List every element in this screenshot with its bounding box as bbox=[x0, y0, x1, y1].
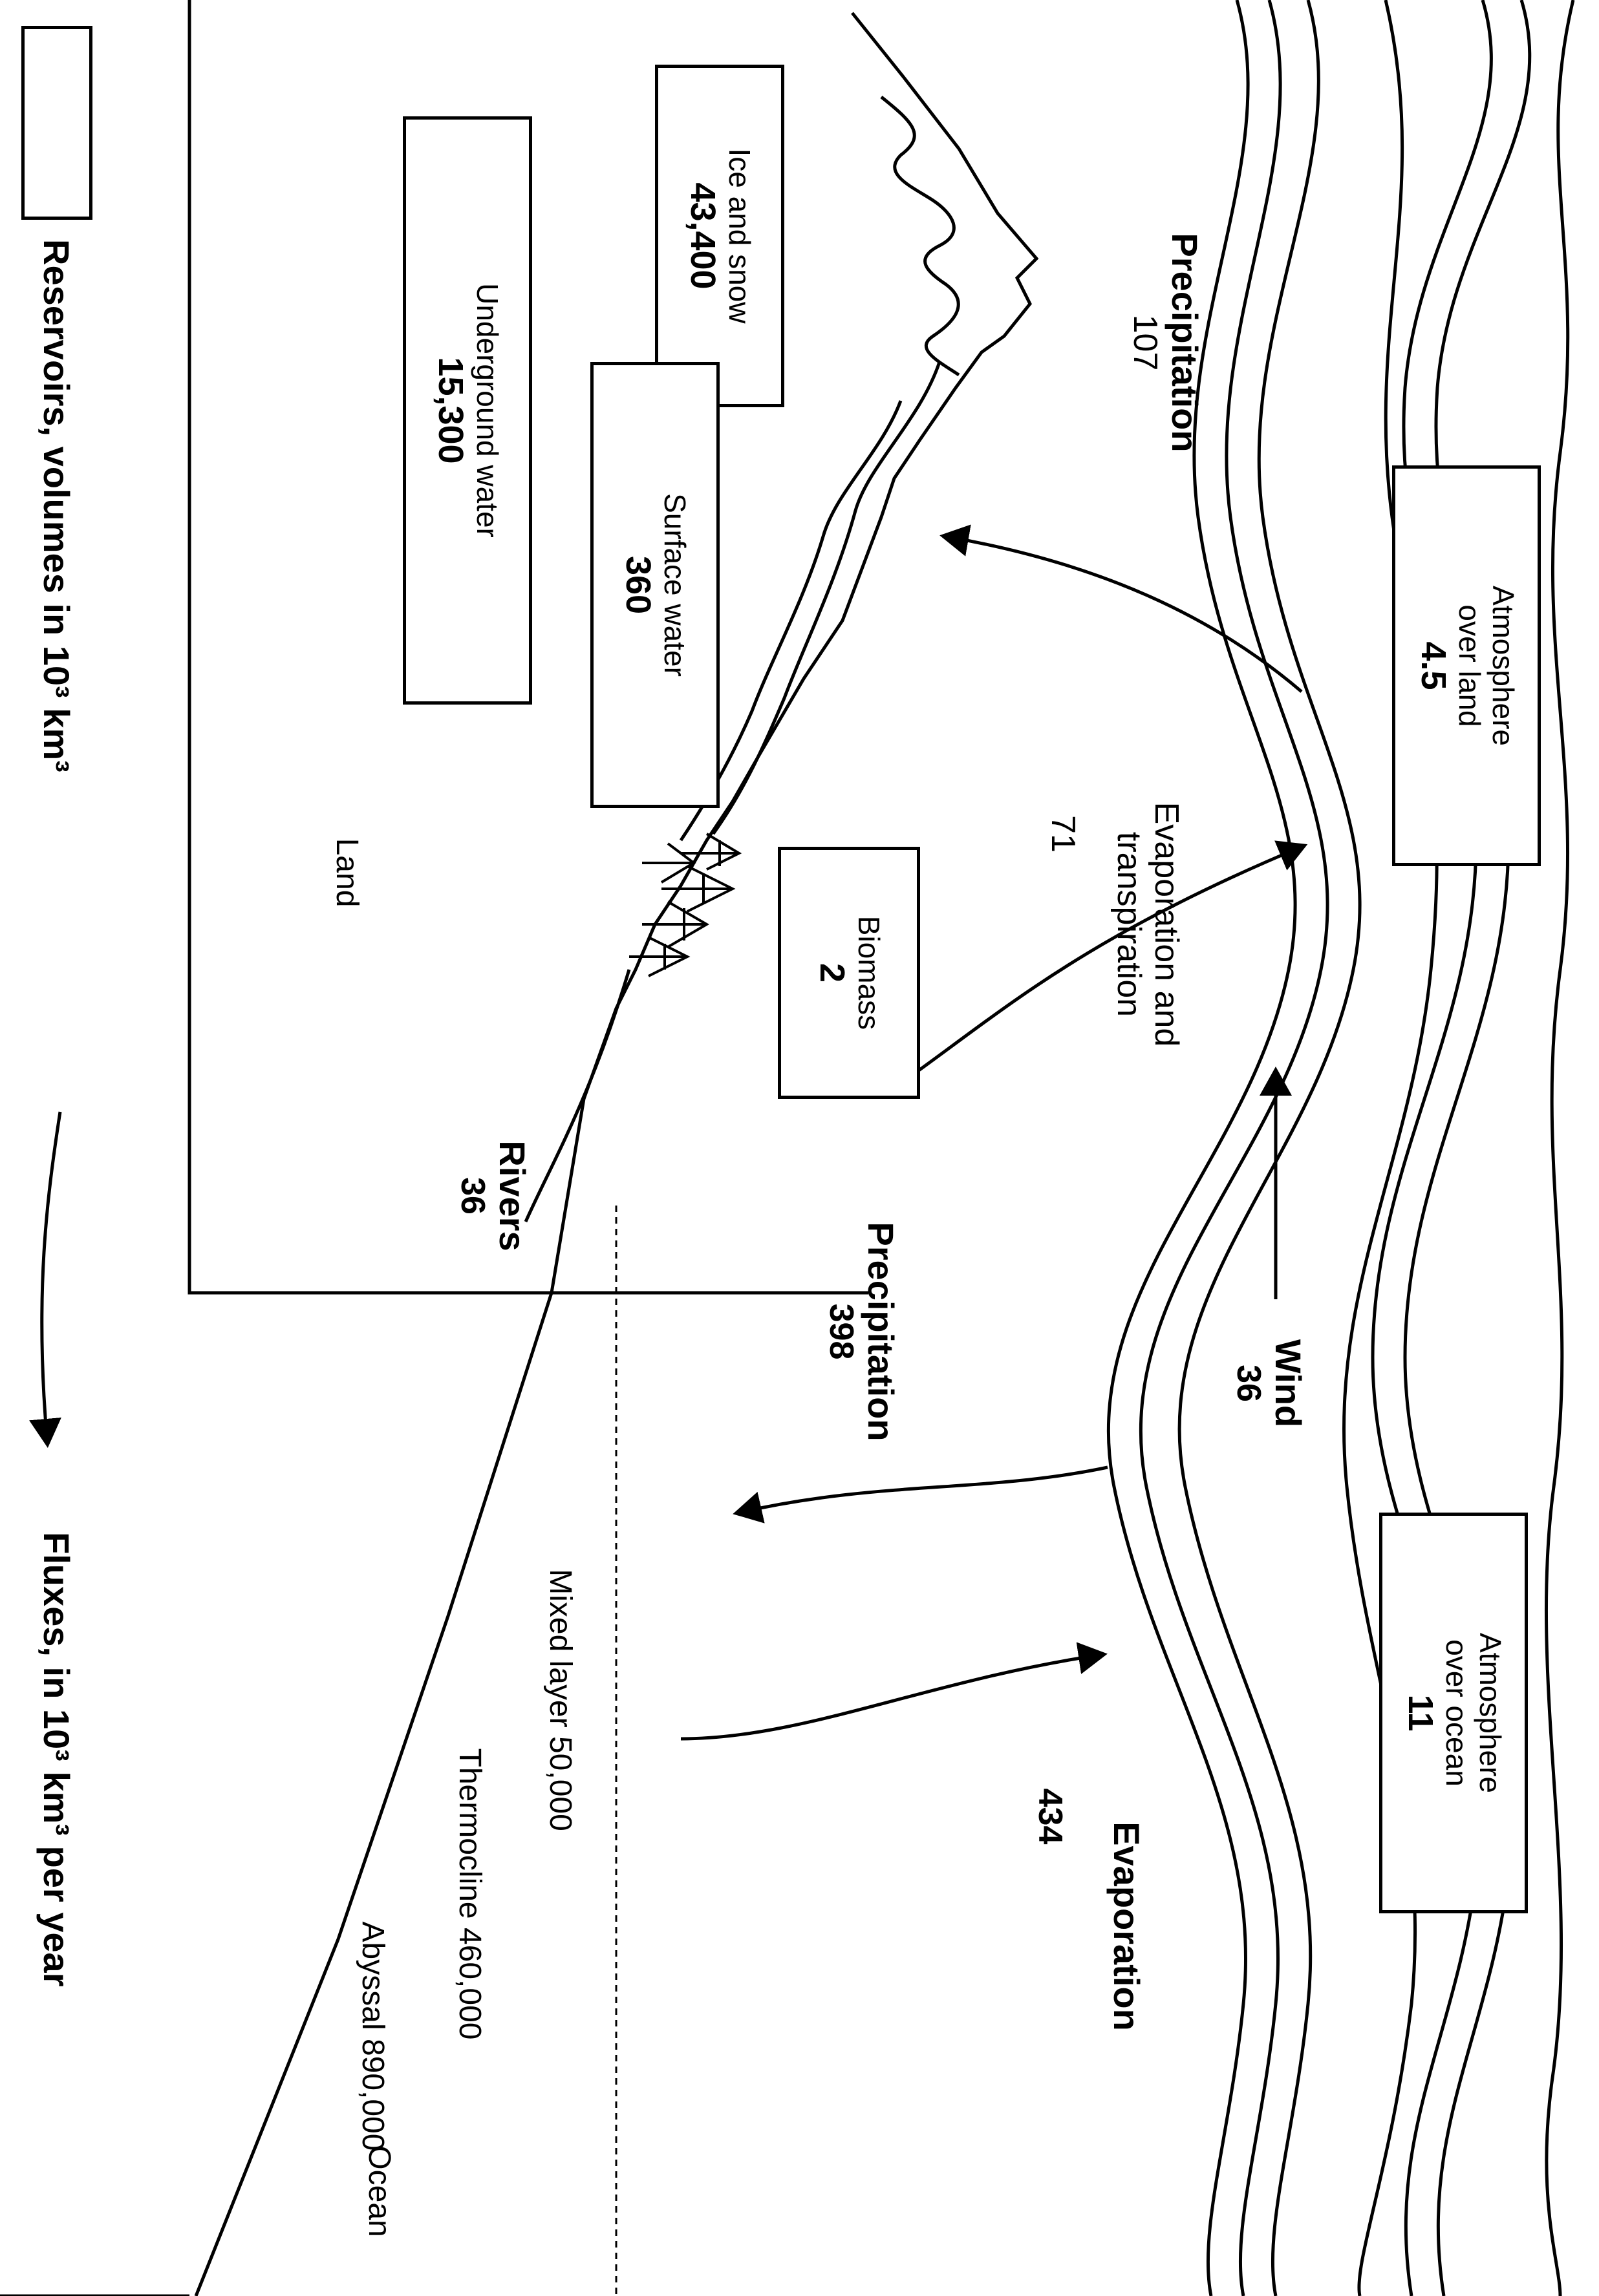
land-precipitation-value: 107 bbox=[1126, 314, 1164, 371]
atmosphere-over-land-label-line2: over land bbox=[1453, 604, 1487, 727]
river-channel bbox=[711, 361, 941, 835]
ocean-precipitation-label: Precipitation bbox=[861, 1222, 901, 1441]
landscape-frame bbox=[0, 0, 868, 2296]
air-current-line bbox=[1342, 0, 1439, 2296]
legend-reservoir-symbol bbox=[21, 26, 92, 220]
air-current-line bbox=[1177, 0, 1362, 2296]
ocean-evaporation-label: Evaporation bbox=[1106, 1822, 1147, 2031]
flux-arrows bbox=[524, 524, 1308, 1741]
mountain-snow-line bbox=[880, 96, 960, 377]
surface-water-reservoir: Surface water 360 bbox=[590, 362, 720, 808]
abyssal-label: Abyssal 890,000 bbox=[356, 1921, 390, 2151]
ice-and-snow-label: Ice and snow bbox=[723, 148, 757, 324]
atmosphere-over-ocean-label-line2: over ocean bbox=[1440, 1639, 1474, 1787]
wind-label: Wind bbox=[1268, 1339, 1309, 1428]
wind-value: 36 bbox=[1230, 1365, 1268, 1402]
air-current-line bbox=[1139, 0, 1329, 2296]
ocean-evaporation-value: 434 bbox=[1031, 1788, 1069, 1845]
evapotranspiration-flux-label: Evaporation and transpiration bbox=[1110, 763, 1185, 1086]
air-current-line bbox=[1544, 0, 1575, 2296]
underground-water-reservoir: Underground water 15,300 bbox=[403, 116, 532, 705]
evapotranspiration-label-line1: Evaporation and bbox=[1148, 802, 1185, 1047]
evapotranspiration-value: 71 bbox=[1044, 815, 1082, 853]
ocean-precipitation-value: 398 bbox=[822, 1303, 861, 1360]
atmosphere-over-land-label-line1: Atmosphere bbox=[1486, 585, 1520, 746]
ocean-evaporation-flux-label: Evaporation bbox=[1106, 1771, 1147, 2081]
atmosphere-over-ocean-value: 11 bbox=[1400, 1694, 1440, 1732]
legend-flux-symbol bbox=[29, 1111, 62, 1448]
legend-fluxes-text: Fluxes, in 10³ km³ per year bbox=[36, 1532, 77, 1987]
tree-icon bbox=[629, 936, 691, 977]
ocean-evaporation-arrow bbox=[680, 1642, 1108, 1741]
tree-icon bbox=[681, 833, 742, 871]
rivers-arrow bbox=[524, 969, 631, 1223]
ocean-precipitation-arrow bbox=[733, 1465, 1108, 1524]
ice-and-snow-reservoir: Ice and snow 43,400 bbox=[655, 65, 784, 407]
land-region-label: Land bbox=[330, 838, 364, 908]
atmosphere-over-land-value: 4.5 bbox=[1413, 641, 1453, 690]
biomass-reservoir: Biomass 2 bbox=[778, 847, 920, 1099]
air-current-line bbox=[1403, 0, 1532, 2296]
evapotranspiration-arrow bbox=[886, 840, 1308, 1094]
wind-flux-label: Wind 36 bbox=[1230, 1312, 1309, 1454]
mixed-layer-label: Mixed layer 50,000 bbox=[543, 1569, 577, 1831]
atmosphere-over-ocean-label-line1: Atmosphere bbox=[1473, 1632, 1507, 1793]
river-channel-bank bbox=[679, 400, 903, 842]
legend-reservoirs-text: Reservoirs, volumes in 10³ km³ bbox=[36, 239, 77, 772]
land-precipitation-label: Precipitation bbox=[1164, 233, 1205, 452]
biomass-value: 2 bbox=[813, 962, 852, 983]
rivers-flux-label: Rivers 36 bbox=[454, 1112, 533, 1280]
tree-icon bbox=[642, 842, 696, 884]
air-current-line bbox=[1371, 0, 1493, 2296]
land-boundary-line bbox=[188, 0, 868, 1295]
atmosphere-currents bbox=[1106, 0, 1575, 2296]
ocean-precipitation-flux-label: Precipitation 398 bbox=[822, 1164, 901, 1500]
atmosphere-over-ocean-reservoir: Atmosphere over ocean 11 bbox=[1379, 1513, 1528, 1913]
rivers-label: Rivers bbox=[492, 1140, 533, 1251]
thermocline-label: Thermocline 460,000 bbox=[453, 1748, 487, 2040]
surface-water-label: Surface water bbox=[658, 493, 692, 677]
land-precipitation-arrow bbox=[939, 524, 1303, 693]
underground-water-value: 15,300 bbox=[431, 357, 471, 464]
biomass-label: Biomass bbox=[852, 915, 886, 1030]
rivers-value: 36 bbox=[454, 1177, 492, 1215]
atmosphere-over-land-reservoir: Atmosphere over land 4.5 bbox=[1392, 465, 1541, 866]
land-precipitation-flux-label: Precipitation 107 bbox=[1126, 175, 1205, 511]
ice-and-snow-value: 43,400 bbox=[683, 182, 723, 290]
tree-icon bbox=[642, 900, 709, 948]
evapotranspiration-label-line2: transpiration bbox=[1110, 831, 1148, 1017]
surface-water-value: 360 bbox=[619, 555, 658, 615]
air-current-line bbox=[1106, 0, 1297, 2296]
forest-icon bbox=[629, 833, 742, 977]
legend-flux-arrow-icon bbox=[29, 1111, 62, 1448]
tree-icon bbox=[661, 865, 736, 913]
underground-water-label: Underground water bbox=[471, 283, 504, 538]
